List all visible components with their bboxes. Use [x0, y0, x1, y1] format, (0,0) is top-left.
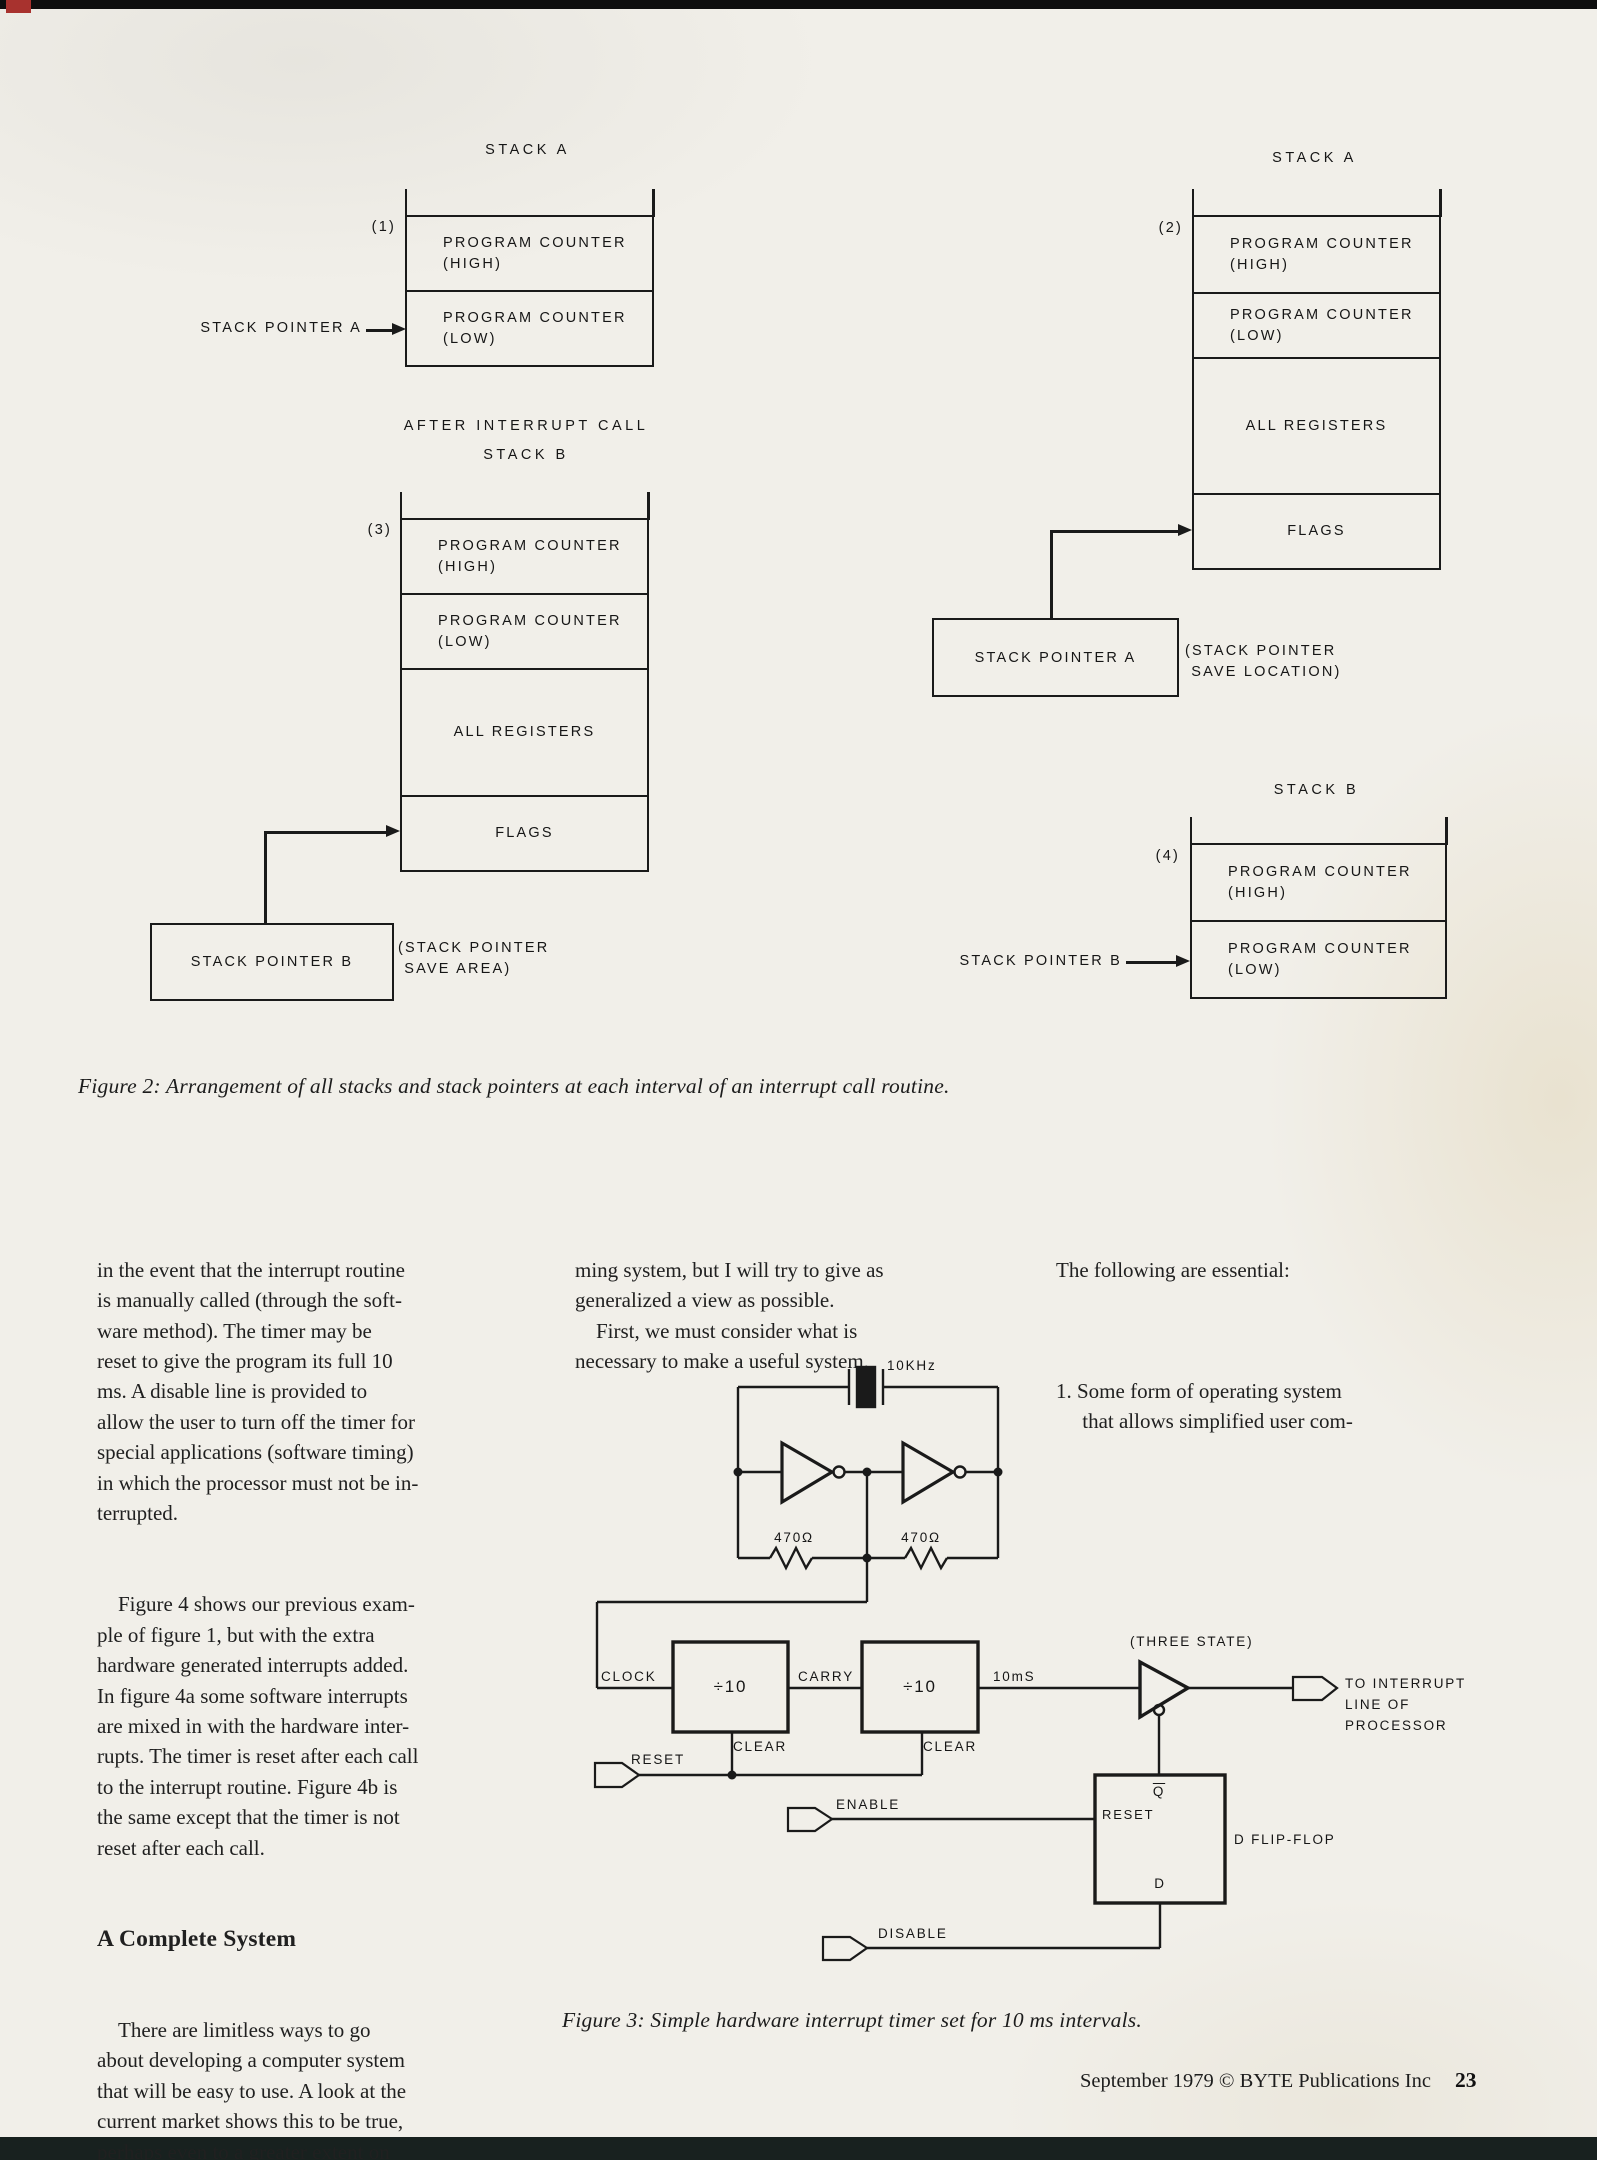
stack2-row-pc-low: PROGRAM COUNTER (LOW) — [1194, 294, 1439, 359]
enable-input-icon — [786, 1806, 834, 1833]
divider2-label: ÷10 — [903, 1677, 937, 1696]
stack1-box: PROGRAM COUNTER (HIGH) PROGRAM COUNTER (… — [404, 189, 655, 367]
stack1-row-pc-low: PROGRAM COUNTER (LOW) — [443, 309, 627, 347]
stack4-box: PROGRAM COUNTER (HIGH) PROGRAM COUNTER (… — [1189, 817, 1448, 999]
stack1-pointer-arrow-head — [392, 323, 406, 335]
inverter1-icon — [780, 1440, 836, 1505]
col1-paragraph-3: There are limitless ways to go about dev… — [97, 2017, 407, 2160]
resistor2-label: 470Ω — [901, 1530, 941, 1545]
article-column-1: in the event that the interrupt routine … — [97, 1194, 537, 2160]
after-interrupt-header: AFTER INTERRUPT CALL — [403, 418, 649, 434]
stack3-row-pc-high: PROGRAM COUNTER (HIGH) — [402, 520, 647, 595]
stack2-box: PROGRAM COUNTER (HIGH) PROGRAM COUNTER (… — [1191, 189, 1442, 570]
figure3-caption: Figure 3: Simple hardware interrupt time… — [562, 2008, 1142, 2032]
page-bottom-edge — [0, 2137, 1597, 2160]
stack1-row-pc-high: PROGRAM COUNTER (HIGH) — [407, 217, 652, 292]
reset-input-icon — [593, 1761, 641, 1789]
clear2-label: CLEAR — [923, 1739, 978, 1754]
crystal-icon — [855, 1365, 877, 1409]
resistor2-icon — [903, 1545, 949, 1571]
page-corner-mark — [6, 0, 31, 13]
d-flip-flop-label: D FLIP-FLOP — [1234, 1832, 1336, 1847]
after-interrupt-subheader: STACK B — [483, 447, 569, 463]
page-number: 23 — [1455, 2068, 1477, 2092]
d-pin-label: D — [1154, 1876, 1166, 1891]
inverter2-icon — [901, 1440, 957, 1505]
article-column-2: ming system, but I will try to give as g… — [575, 1194, 1020, 1437]
q-bar-pin-label: Q — [1152, 1784, 1166, 1799]
disable-input-label: DISABLE — [878, 1926, 948, 1941]
stack4-title: STACK B — [1273, 782, 1360, 798]
stack3-row-all-registers: ALL REGISTERS — [402, 670, 647, 797]
stack2-index: (2) — [1158, 220, 1183, 236]
stack2-row-flags: FLAGS — [1287, 523, 1346, 539]
stack2-connector-hline — [1050, 530, 1180, 533]
dff-reset-pin-label: RESET — [1102, 1807, 1155, 1822]
stack-pointer-a-note: (STACK POINTER SAVE LOCATION) — [1185, 643, 1342, 680]
disable-input-icon — [821, 1935, 869, 1962]
resistor1-icon — [768, 1545, 814, 1571]
clear1-label: CLEAR — [733, 1739, 788, 1754]
enable-input-label: ENABLE — [836, 1797, 901, 1812]
article-column-3: The following are essential: 1. Some for… — [1056, 1194, 1526, 1498]
circuit-schematic-drawing — [593, 1365, 1339, 1962]
stack4-index: (4) — [1155, 848, 1180, 864]
stack1-title: STACK A — [485, 142, 570, 158]
interval-label: 10mS — [993, 1669, 1036, 1684]
stack3-row-flags: FLAGS — [495, 825, 554, 841]
divider1-label: ÷10 — [713, 1677, 748, 1696]
footer-credit: September 1979 © BYTE Publications Inc — [1080, 2070, 1431, 2092]
stack2-row-all-registers: ALL REGISTERS — [1194, 359, 1439, 495]
stack3-connector-vline — [264, 831, 267, 923]
col1-paragraph-2: Figure 4 shows our previous exam- ple of… — [97, 1592, 419, 1860]
col2-paragraph-1: ming system, but I will try to give as g… — [575, 1257, 884, 1374]
stack4-pointer-arrow-line — [1126, 961, 1178, 964]
stack4-row-pc-low: PROGRAM COUNTER (LOW) — [1228, 940, 1412, 978]
stack3-row-pc-low: PROGRAM COUNTER (LOW) — [402, 595, 647, 670]
stack-pointer-a-box: STACK POINTER A — [932, 618, 1179, 697]
carry-label: CARRY — [797, 1669, 854, 1684]
stack1-pointer-arrow-line — [366, 329, 394, 332]
stack2-title: STACK A — [1272, 150, 1357, 166]
figure2-caption: Figure 2: Arrangement of all stacks and … — [78, 1074, 950, 1098]
crystal-frequency-label: 10KHz — [887, 1358, 937, 1373]
stack1-index: (1) — [371, 219, 396, 235]
page-top-edge — [0, 0, 1597, 9]
stack4-row-pc-high: PROGRAM COUNTER (HIGH) — [1192, 845, 1445, 922]
col1-paragraph-1: in the event that the interrupt routine … — [97, 1257, 419, 1526]
clock-label: CLOCK — [601, 1669, 657, 1684]
output-arrow-icon — [1291, 1675, 1339, 1702]
stack3-box: PROGRAM COUNTER (HIGH) PROGRAM COUNTER (… — [399, 492, 650, 872]
stack3-index: (3) — [367, 522, 392, 538]
col1-heading: A Complete System — [97, 1925, 297, 1952]
stack2-connector-vline — [1050, 530, 1053, 618]
stack4-pointer-arrow-head — [1176, 955, 1190, 967]
to-interrupt-label: TO INTERRUPT LINE OF PROCESSOR — [1345, 1676, 1467, 1733]
reset-input-label: RESET — [631, 1752, 686, 1767]
stack1-pointer-label: STACK POINTER A — [200, 320, 362, 336]
resistor1-label: 470Ω — [774, 1530, 814, 1545]
stack2-row-pc-high: PROGRAM COUNTER (HIGH) — [1194, 217, 1439, 294]
three-state-label: (THREE STATE) — [1130, 1634, 1254, 1649]
col3-intro: The following are essential: — [1056, 1257, 1290, 1282]
stack-pointer-b-box: STACK POINTER B — [150, 923, 394, 1001]
wire-junction-dots — [727, 1467, 1003, 1780]
three-state-buffer-icon — [1138, 1659, 1192, 1721]
stack4-pointer-label: STACK POINTER B — [959, 953, 1122, 969]
col3-list-item-1: 1. Some form of operating system that al… — [1056, 1379, 1353, 1434]
figure3-circuit: 10KHz 470Ω 470Ω CLOCK ÷10 CARRY ÷10 10mS… — [560, 1335, 1540, 2025]
stack2-connector-arrow-head — [1178, 524, 1192, 536]
stack-pointer-b-note: (STACK POINTER SAVE AREA) — [398, 940, 550, 977]
stack3-connector-arrow-head — [386, 825, 400, 837]
stack3-connector-hline — [264, 831, 388, 834]
